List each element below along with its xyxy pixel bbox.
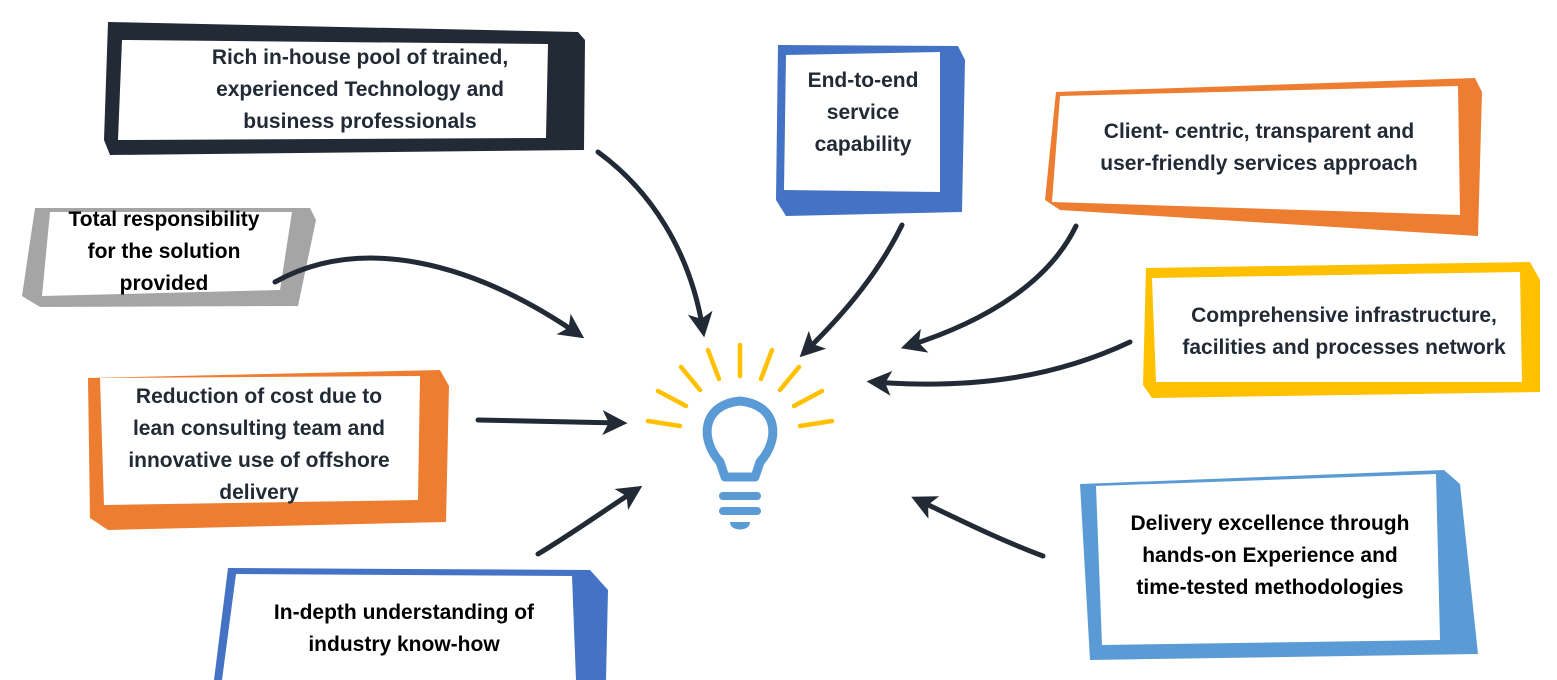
- arrow-end-to-end: [799, 222, 905, 358]
- arrow-client-centric: [900, 223, 1079, 353]
- arrow-delivery-excellence: [911, 496, 1046, 559]
- box-end-to-end: End-to-end service capability: [807, 69, 919, 156]
- box-frame-infrastructure: [1143, 262, 1540, 398]
- box-cost-reduction: Reduction of cost due to lean consulting…: [128, 385, 390, 504]
- box-frame-end-to-end: [776, 45, 965, 216]
- box-client-centric: Client- centric, transparent and user-fr…: [1100, 120, 1418, 175]
- box-talent-pool: Rich in-house pool of trained, experienc…: [211, 46, 509, 133]
- box-frame-client-centric: [1045, 78, 1482, 236]
- arrow-talent-pool: [595, 149, 713, 338]
- box-industry-knowhow: In-depth understanding of industry know-…: [273, 601, 535, 656]
- box-delivery-excellence: Delivery excellence through hands-on Exp…: [1130, 512, 1410, 599]
- arrow-responsibility: [272, 255, 585, 339]
- box-frame-responsibility: [22, 208, 316, 307]
- arrow-infrastructure: [866, 339, 1133, 396]
- box-frame-cost-reduction: [88, 370, 449, 530]
- light-rays: [645, 342, 835, 429]
- box-responsibility: Total responsibility for the solution pr…: [68, 208, 260, 295]
- lightbulb-icon: [645, 342, 835, 530]
- arrow-cost-reduction: [475, 410, 628, 436]
- box-frame-delivery-excellence: [1080, 470, 1478, 660]
- arrow-industry-knowhow: [535, 485, 643, 557]
- box-infrastructure: Comprehensive infrastructure, facilities…: [1182, 304, 1506, 359]
- box-frame-talent-pool: [104, 22, 585, 155]
- box-frame-industry-knowhow: [214, 568, 608, 680]
